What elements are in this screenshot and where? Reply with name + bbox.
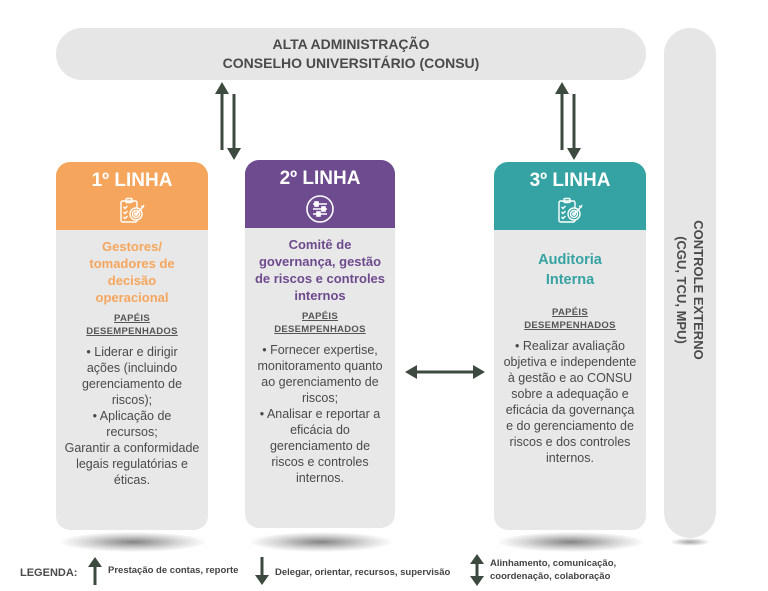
legend-both-line2: coordenação, colaboração [490,571,611,582]
external-title: CONTROLE EXTERNO [691,220,706,360]
external-subtitle: (CGU, TCU, MPU) [674,236,689,344]
roles-label-line1: PAPÉIS [114,313,150,324]
controle-externo-label: CONTROLE EXTERNO (CGU, TCU, MPU) [673,170,707,410]
arrow-up-down-right [555,82,581,160]
second-line-card: 2º LINHA Comitê de governança, gestão de… [245,160,395,528]
first-line-subtitle: Gestores/ tomadores de decisão operacion… [89,239,175,305]
arrow-bidirectional-horizontal [405,365,485,379]
alta-administracao-panel: ALTA ADMINISTRAÇÃO CONSELHO UNIVERSITÁRI… [56,28,646,80]
roles-label-line1: PAPÉIS [302,311,338,322]
legend-down-text: Delegar, orientar, recursos, supervisão [275,567,451,578]
arrow-up-down-icon [470,554,484,586]
first-line-roles-label: PAPÉIS DESEMPENHADOS [62,312,202,338]
role-item: • Fornecer expertise, monitoramento quan… [257,343,383,405]
arrow-down-icon [255,557,269,585]
roles-label-line2: DESEMPENHADOS [274,324,366,335]
second-line-shadow [250,532,392,552]
role-item: • Realizar avaliação objetiva e independ… [503,339,637,465]
first-line-header: 1º LINHA [56,162,208,230]
first-line-roles-list: • Liderar e dirigir ações (incluindo ger… [62,344,202,488]
sliders-icon [306,195,334,223]
third-line-title: 3º LINHA [529,170,611,191]
arrow-up-down-left [215,82,241,160]
legend-both-line1: Alinhamento, comunicação, [490,558,617,569]
clipboard-target-icon [120,197,145,223]
top-title: ALTA ADMINISTRAÇÃO [272,36,430,52]
role-item: • Analisar e reportar a eficácia do gere… [259,407,381,485]
third-line-roles-list: • Realizar avaliação objetiva e independ… [500,338,640,466]
top-subtitle: CONSELHO UNIVERSITÁRIO (CONSU) [222,55,480,71]
clipboard-target-icon [558,197,583,223]
role-item: • Aplicação de recursos; [92,409,172,439]
first-line-card: 1º LINHA Gestores/ tomadores de decisão … [56,162,208,530]
roles-label-line2: DESEMPENHADOS [86,326,178,337]
side-shadow [670,538,710,546]
first-line-shadow [60,532,206,552]
legend-up-text: Prestação de contas, reporte [108,565,239,576]
second-line-roles-label: PAPÉIS DESEMPENHADOS [251,310,389,336]
second-line-title: 2º LINHA [279,168,361,189]
legend: LEGENDA: Prestação de contas, reporte De… [0,552,768,591]
arrow-up-icon [88,557,102,585]
third-line-header: 3º LINHA [494,162,646,230]
role-item: • Liderar e dirigir ações (incluindo ger… [81,345,183,407]
roles-label-line2: DESEMPENHADOS [524,320,616,331]
role-item: Garantir a conformidade legais regulatór… [64,441,200,487]
legend-both-text: Alinhamento, comunicação, coordenação, c… [490,557,616,583]
second-line-roles-list: • Fornecer expertise, monitoramento quan… [251,342,389,486]
roles-label-line1: PAPÉIS [552,307,588,318]
second-line-header: 2º LINHA [245,160,395,228]
third-line-shadow [498,532,644,552]
second-line-subtitle: Comitê de governança, gestão de riscos e… [254,237,386,303]
third-line-card: 3º LINHA Auditoria Interna PAPÉIS DESEMP… [494,162,646,530]
third-line-subtitle: Auditoria Interna [538,252,602,288]
third-line-roles-label: PAPÉIS DESEMPENHADOS [500,306,640,332]
legend-label: LEGENDA: [20,567,78,579]
first-line-title: 1º LINHA [91,170,173,191]
controle-externo-panel [664,28,716,538]
